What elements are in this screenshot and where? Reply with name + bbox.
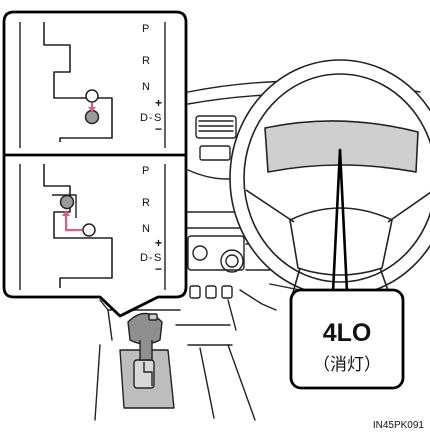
- position-low-knob: [61, 196, 74, 209]
- position-d-knob: [86, 111, 99, 124]
- label-minus: −: [155, 262, 162, 276]
- label-d: D: [140, 112, 148, 124]
- label-plus: +: [155, 96, 162, 110]
- label-n: N: [142, 223, 150, 235]
- svg-text:-: -: [149, 112, 153, 124]
- label-r: R: [142, 55, 150, 67]
- figure-code: IN45PK091: [373, 420, 425, 431]
- shift-lever: [120, 314, 174, 409]
- callout-subtitle: （消灯）: [313, 355, 381, 374]
- callout-title: 4LO: [323, 319, 372, 347]
- label-minus: −: [155, 122, 162, 136]
- svg-text:-: -: [149, 252, 153, 264]
- position-n-circle: [86, 90, 98, 102]
- label-r: R: [142, 197, 150, 209]
- label-p: P: [142, 23, 149, 35]
- indicator-callout: 4LO （消灯）: [291, 290, 403, 388]
- label-plus: +: [155, 236, 162, 250]
- position-n-circle: [83, 224, 95, 236]
- label-d: D: [140, 252, 148, 264]
- label-p: P: [142, 165, 149, 177]
- label-n: N: [142, 81, 150, 93]
